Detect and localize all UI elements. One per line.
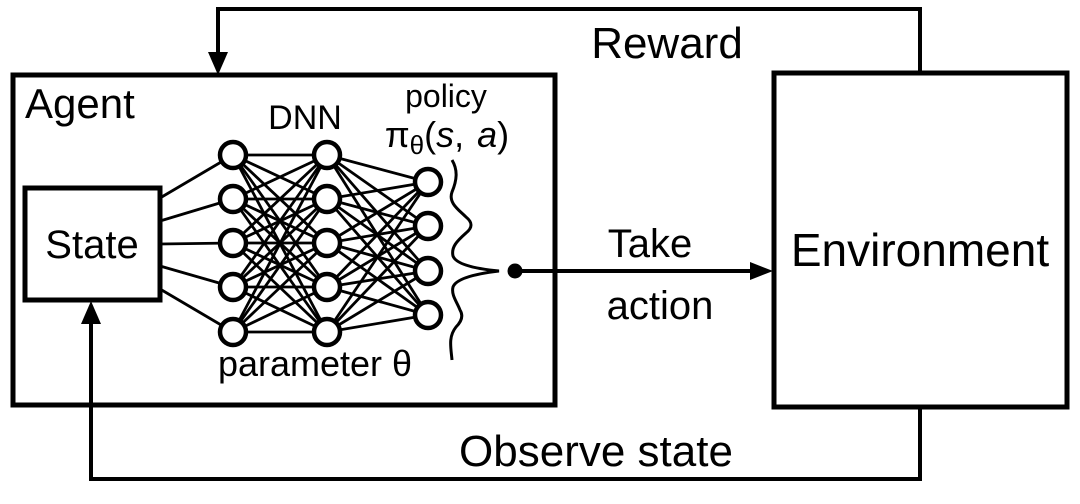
- synapse-line: [232, 153, 328, 245]
- synapse-line: [326, 180, 429, 201]
- synapse-line: [325, 225, 430, 333]
- neuron-node: [217, 227, 249, 259]
- synapse-line: [232, 285, 328, 334]
- synapse-line: [326, 313, 429, 334]
- neuron-node: [311, 271, 343, 303]
- synapse-line: [231, 198, 329, 333]
- synapse-line: [325, 181, 430, 333]
- state-label: State: [45, 223, 138, 267]
- take-action-label-line1: Take: [608, 222, 693, 266]
- observe-state-label: Observe state: [459, 427, 733, 476]
- synapse-line: [232, 241, 328, 334]
- neuron-node: [412, 166, 444, 198]
- reward-label: Reward: [591, 19, 743, 68]
- neuron-node: [311, 183, 343, 215]
- policy-label: policy: [405, 78, 487, 114]
- dnn-label: DNN: [268, 99, 342, 137]
- neuron-node: [311, 227, 343, 259]
- neuron-node: [311, 139, 343, 171]
- neuron-node: [412, 210, 444, 242]
- synapse-line: [325, 181, 430, 288]
- observe-state-arrowhead-icon: [81, 301, 101, 324]
- synapse-line: [326, 180, 429, 245]
- policy-distribution-curve: [449, 159, 500, 361]
- neuron-node: [217, 271, 249, 303]
- dnn-network: [159, 139, 444, 348]
- synapse-line: [231, 154, 329, 288]
- neuron-node: [217, 139, 249, 171]
- agent-label: Agent: [25, 80, 135, 127]
- reward-arrowhead-icon: [208, 52, 228, 75]
- synapse-line: [231, 154, 329, 333]
- environment-label: Environment: [791, 224, 1049, 276]
- synapse-line: [326, 153, 429, 184]
- policy-formula: πθ(s, a): [385, 114, 509, 160]
- observe-state-wire: [89, 322, 922, 481]
- reward-wire: [216, 7, 922, 73]
- neuron-node: [217, 316, 249, 348]
- take-action-arrowhead-icon: [750, 262, 773, 280]
- state-box: [22, 185, 163, 303]
- take-action-label-line2: action: [607, 284, 714, 328]
- neuron-node: [217, 183, 249, 215]
- neuron-node: [311, 316, 343, 348]
- parameter-theta-label: parameter θ: [218, 343, 412, 384]
- synapse-line: [232, 153, 328, 201]
- synapse-line: [326, 269, 429, 334]
- neuron-node: [412, 255, 444, 287]
- environment-box: [771, 70, 1070, 410]
- neuron-node: [412, 299, 444, 331]
